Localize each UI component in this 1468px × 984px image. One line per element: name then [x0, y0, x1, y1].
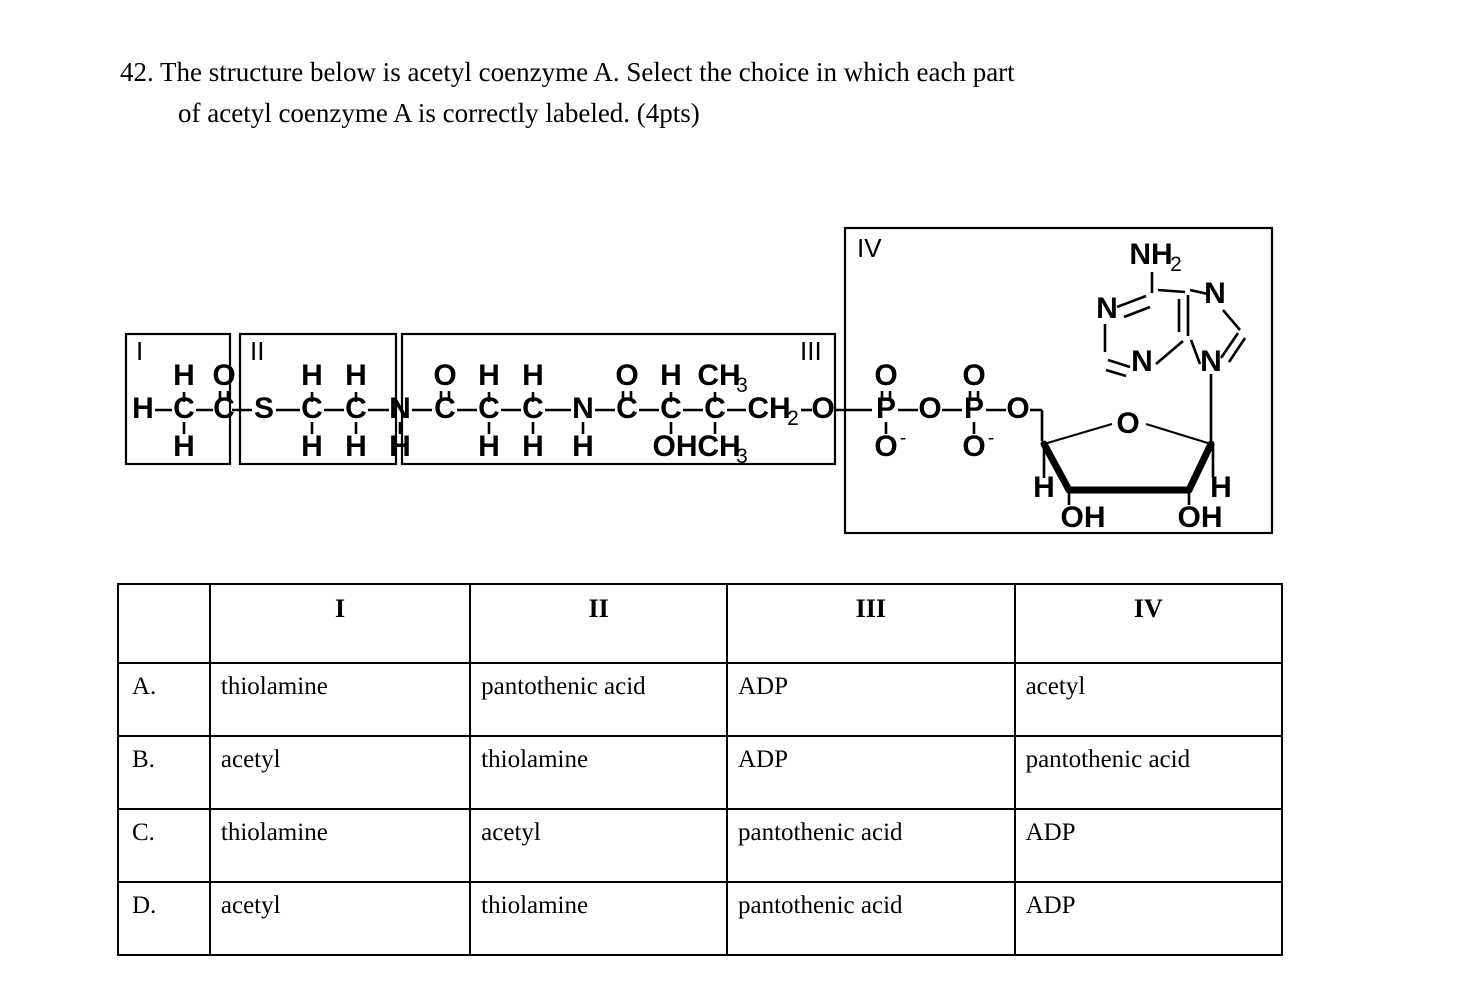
atom-H: H — [478, 359, 500, 392]
choice-label: B. — [117, 735, 211, 810]
question-line-1: The structure below is acetyl coenzyme A… — [160, 57, 1015, 87]
cell-I: acetyl — [208, 881, 472, 956]
atom-S: S — [254, 392, 274, 425]
atom-H: H — [173, 430, 195, 463]
atom-H: H — [301, 430, 323, 463]
atom-O-bridge: O — [918, 392, 941, 425]
cell-IV: ADP — [1013, 881, 1284, 956]
atom-C: C — [173, 392, 195, 425]
cell-III: pantothenic acid — [726, 881, 1016, 956]
atom-O-minus: O — [874, 430, 897, 463]
cell-III: pantothenic acid — [726, 808, 1016, 883]
atom-NH2-subscript: 2 — [1170, 253, 1182, 276]
atom-O-ribose: O — [1116, 407, 1139, 440]
atom-P: P — [964, 392, 984, 425]
atom-CH3-top-subscript: 3 — [736, 374, 748, 397]
atom-OH: OH — [1178, 501, 1223, 534]
atom-H: H — [1210, 471, 1232, 504]
region-label-II: II — [250, 336, 264, 366]
atom-H: H — [572, 430, 594, 463]
atom-C: C — [522, 392, 544, 425]
cell-II: thiolamine — [469, 735, 728, 810]
cell-I: thiolamine — [208, 808, 472, 883]
cell-I: thiolamine — [208, 662, 472, 737]
atom-H: H — [522, 430, 544, 463]
cell-II: pantothenic acid — [469, 662, 728, 737]
atom-C: C — [478, 392, 500, 425]
choice-label: D. — [117, 881, 211, 956]
header-blank — [117, 583, 211, 664]
atom-CH2: CH — [747, 392, 790, 425]
atom-P: P — [876, 392, 896, 425]
atom-H: H — [301, 359, 323, 392]
atom-O: O — [433, 359, 456, 392]
region-label-IV: IV — [857, 233, 882, 263]
cell-II: acetyl — [469, 808, 728, 883]
question-text: 42. The structure below is acetyl coenzy… — [120, 52, 1360, 134]
atom-H: H — [132, 392, 154, 425]
atom-O: O — [811, 392, 834, 425]
atom-C: C — [345, 392, 367, 425]
question-line-2: of acetyl coenzyme A is correctly labele… — [178, 98, 700, 129]
choice-label: A. — [117, 662, 211, 737]
atom-C: C — [301, 392, 323, 425]
atom-O: O — [962, 359, 985, 392]
atom-H: H — [478, 430, 500, 463]
atom-CH2-subscript: 2 — [787, 407, 799, 430]
choice-label: C. — [117, 808, 211, 883]
atom-H: H — [660, 359, 682, 392]
atom-C: C — [213, 392, 235, 425]
charge-minus: - — [900, 428, 906, 449]
atom-H: H — [345, 359, 367, 392]
atom-N: N — [389, 392, 411, 425]
cell-IV: ADP — [1013, 808, 1284, 883]
cell-II: thiolamine — [469, 881, 728, 956]
atom-N: N — [572, 392, 594, 425]
atom-N: N — [1204, 277, 1226, 310]
atom-C: C — [616, 392, 638, 425]
cell-I: acetyl — [208, 735, 472, 810]
atom-O: O — [615, 359, 638, 392]
table-row[interactable]: A. thiolamine pantothenic acid ADP acety… — [117, 662, 1284, 737]
header-III: III — [726, 583, 1016, 664]
atom-H: H — [522, 359, 544, 392]
table-row[interactable]: B. acetyl thiolamine ADP pantothenic aci… — [117, 735, 1284, 810]
atom-O-ester: O — [1006, 392, 1029, 425]
atom-CH3-bottom: CH — [697, 430, 740, 463]
atom-N: N — [1096, 292, 1118, 325]
atom-H: H — [173, 359, 195, 392]
atom-NH2: NH — [1129, 238, 1172, 271]
header-IV: IV — [1013, 583, 1284, 664]
atom-C: C — [704, 392, 726, 425]
atom-H: H — [345, 430, 367, 463]
table-row[interactable]: C. thiolamine acetyl pantothenic acid AD… — [117, 808, 1284, 883]
atom-C: C — [434, 392, 456, 425]
charge-minus: - — [988, 428, 994, 449]
table-row[interactable]: D. acetyl thiolamine pantothenic acid AD… — [117, 881, 1284, 956]
atom-H: H — [389, 430, 411, 463]
atom-O: O — [212, 359, 235, 392]
atom-OH: OH — [1061, 501, 1106, 534]
atom-OH: OH — [653, 430, 698, 463]
header-I: I — [208, 583, 472, 664]
cell-III: ADP — [726, 662, 1016, 737]
atom-N: N — [1131, 345, 1153, 378]
atom-CH3-top: CH — [697, 359, 740, 392]
region-label-III: III — [800, 336, 822, 366]
answer-choices-table: I II III IV A. thiolamine pantothenic ac… — [117, 583, 1284, 956]
atom-CH3-bottom-subscript: 3 — [736, 445, 748, 468]
cell-III: ADP — [726, 735, 1016, 810]
header-II: II — [469, 583, 728, 664]
question-number: 42. — [120, 57, 154, 87]
region-label-I: I — [136, 336, 143, 366]
atom-O: O — [874, 359, 897, 392]
table-header-row: I II III IV — [117, 583, 1284, 664]
atom-C: C — [660, 392, 682, 425]
cell-IV: pantothenic acid — [1013, 735, 1284, 810]
cell-IV: acetyl — [1013, 662, 1284, 737]
atom-O-minus: O — [962, 430, 985, 463]
atom-N: N — [1200, 345, 1222, 378]
atom-H: H — [1033, 471, 1055, 504]
